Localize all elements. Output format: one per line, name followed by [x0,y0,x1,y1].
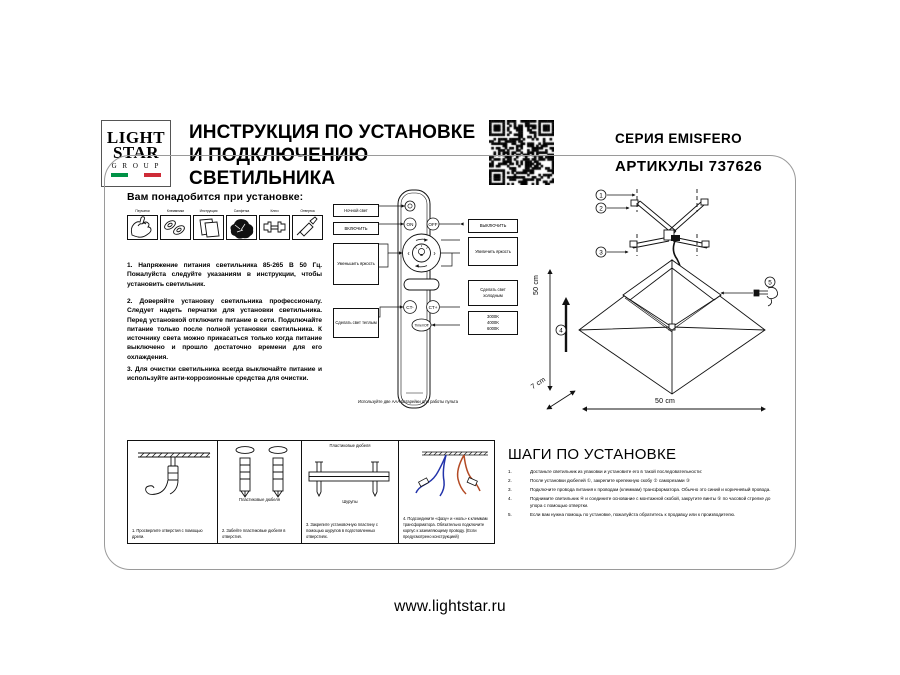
mounting-step-3-top-label: Пластиковые дюбеля [329,443,371,448]
mounting-step-2: Пластиковые дюбеля 2. Забейте пластиковы… [218,441,302,543]
content-frame [104,155,796,570]
remote-label-color-temperature: 3000K 4000K 6000K [468,311,518,335]
footer-url: www.lightstar.ru [394,598,506,615]
mounting-step-3-caption: 3. Закрепите установочную пластину с пом… [306,522,378,539]
svg-text:ON: ON [407,222,414,227]
tool-gloves: Перчатки [127,208,158,240]
cloth-icon [226,215,257,240]
gloves-icon [127,215,158,240]
mounting-step-4-caption: 4. Подсоедините «фазу» и «ноль» к клемма… [403,516,488,539]
tool-label: Перчатки [135,209,150,213]
mounting-step-3: Пластиковые дюбеля Шурупы 3. Закрепите у… [302,441,399,543]
install-step-item: 1. Достаньте светильник из упаковки и уст… [508,468,780,475]
screwdriver-icon [292,215,323,240]
install-step-text: Достаньте светильник из упаковки и устан… [530,469,703,474]
wrench-icon [259,215,290,240]
mounting-steps-panel: 1. Просверлите отверстия с помощью дрели… [127,440,495,544]
remote-label-night-light: Ночной свет [333,204,379,217]
mounting-step-1: 1. Просверлите отверстия с помощью дрели… [128,441,218,543]
note-paragraph-3: 3. Для очистки светильника всегда выключ… [127,366,322,383]
remote-label-turn-on: ВКЛЮЧИТЬ [333,222,379,235]
tool-cloth: Салфетка [226,208,257,240]
install-step-text: Подключите провода питания к проводам (к… [530,487,771,492]
install-steps-list: 1. Достаньте светильник из упаковки и уст… [508,468,780,520]
svg-text:3: 3 [599,250,603,257]
header: LIGHT STAR G R O U P ИНСТРУКЦИЯ ПО УСТАН… [0,55,900,189]
install-step-number: 3. [508,487,512,492]
logo-group-text: G R O U P [111,162,161,170]
tool-label: Салфетка [233,209,250,213]
svg-text:5: 5 [768,280,772,287]
note-paragraph-2: 2. Доверяйте установку светильника профе… [127,298,322,361]
tools-section-title: Вам понадобится при установке: [127,191,304,203]
svg-text:2: 2 [599,206,603,213]
install-step-number: 1. [508,469,512,474]
dimension-width: 50 cm [655,398,676,405]
svg-text:›: › [433,250,436,257]
install-steps-title: ШАГИ ПО УСТАНОВКЕ [508,446,677,463]
mounting-step-3-mid-label: Шурупы [342,499,358,504]
tool-screwdriver: Отвертка [292,208,323,240]
install-step-number: 5. [508,512,512,518]
install-step-item: 4. Поднимите светильник ④ и соедините осн… [508,495,780,510]
tool-manual: Инструкция [193,208,224,240]
tool-terminal-block: Клеммники [160,208,191,240]
mounting-step-2-caption: 2. Забейте пластиковые дюбеля в отверсти… [222,528,286,539]
install-step-number: 2. [508,478,512,483]
svg-text:Timer/Off: Timer/Off [415,323,429,327]
remote-label-cold-light: Сделать свет холодным [468,280,518,306]
svg-text:1: 1 [599,193,603,200]
lamp-dimension-diagram: 1 2 3 [525,182,785,417]
tool-label: Клеммники [166,209,185,213]
mounting-step-4: 4. Подсоедините «фазу» и «ноль» к клемма… [399,441,494,543]
tools-row: Перчатки Клеммники Инструкция Салфетка Ключ О… [127,208,327,240]
svg-text:‹: ‹ [407,250,410,257]
mounting-step-1-caption: 1. Просверлите отверстия с помощью дрели… [132,528,203,539]
article-label: АРТИКУЛЫ 737626 [615,158,763,175]
tool-wrench: Ключ [259,208,290,240]
note-paragraph-1: 1. Напряжение питания светильника 85-265… [127,262,322,288]
svg-text:CT-: CT- [406,305,414,310]
series-label: СЕРИЯ EMISFERO [615,131,743,146]
svg-text:CT+: CT+ [429,305,438,310]
logo-line-1: LIGHT [106,128,166,147]
remote-label-turn-off: ВЫКЛЮЧИТЬ [468,219,518,233]
remote-label-increase-brightness: Увеличить яркость [468,237,518,266]
install-step-item: 5. Если вам нужна помощь по установке, по… [508,511,780,518]
tool-label: Ключ [270,209,279,213]
remote-label-warm-light: Сделать свет теплым [333,308,379,338]
battery-caption: Используйте две AAA батарейки для работы… [358,399,458,404]
remote-label-decrease-brightness: Уменьшить яркость [333,243,379,285]
install-step-text: Если вам нужна помощь по установке, пожа… [530,512,736,518]
svg-text:4: 4 [559,328,563,335]
install-step-item: 3. Подключите провода питания к проводам … [508,486,780,493]
install-step-item: 2. После установки дюбелей ①, закрепите к… [508,477,780,484]
dimension-height: 50 cm [533,274,540,295]
remote-control-diagram: ON OFF ‹ › CT- CT+ Timer [330,188,530,413]
tool-label: Инструкция [199,209,218,213]
svg-text:OFF: OFF [428,222,437,227]
install-step-text: Поднимите светильник ④ и соедините основ… [530,496,771,509]
tool-label: Отвертка [300,209,315,213]
terminal-block-icon [160,215,191,240]
manual-icon [193,215,224,240]
install-step-number: 4. [508,496,512,501]
qr-code-icon [489,120,554,185]
install-step-text: После установки дюбелей ①, закрепите кре… [530,478,690,483]
mounting-step-2-mid-label: Пластиковые дюбеля [239,497,280,502]
